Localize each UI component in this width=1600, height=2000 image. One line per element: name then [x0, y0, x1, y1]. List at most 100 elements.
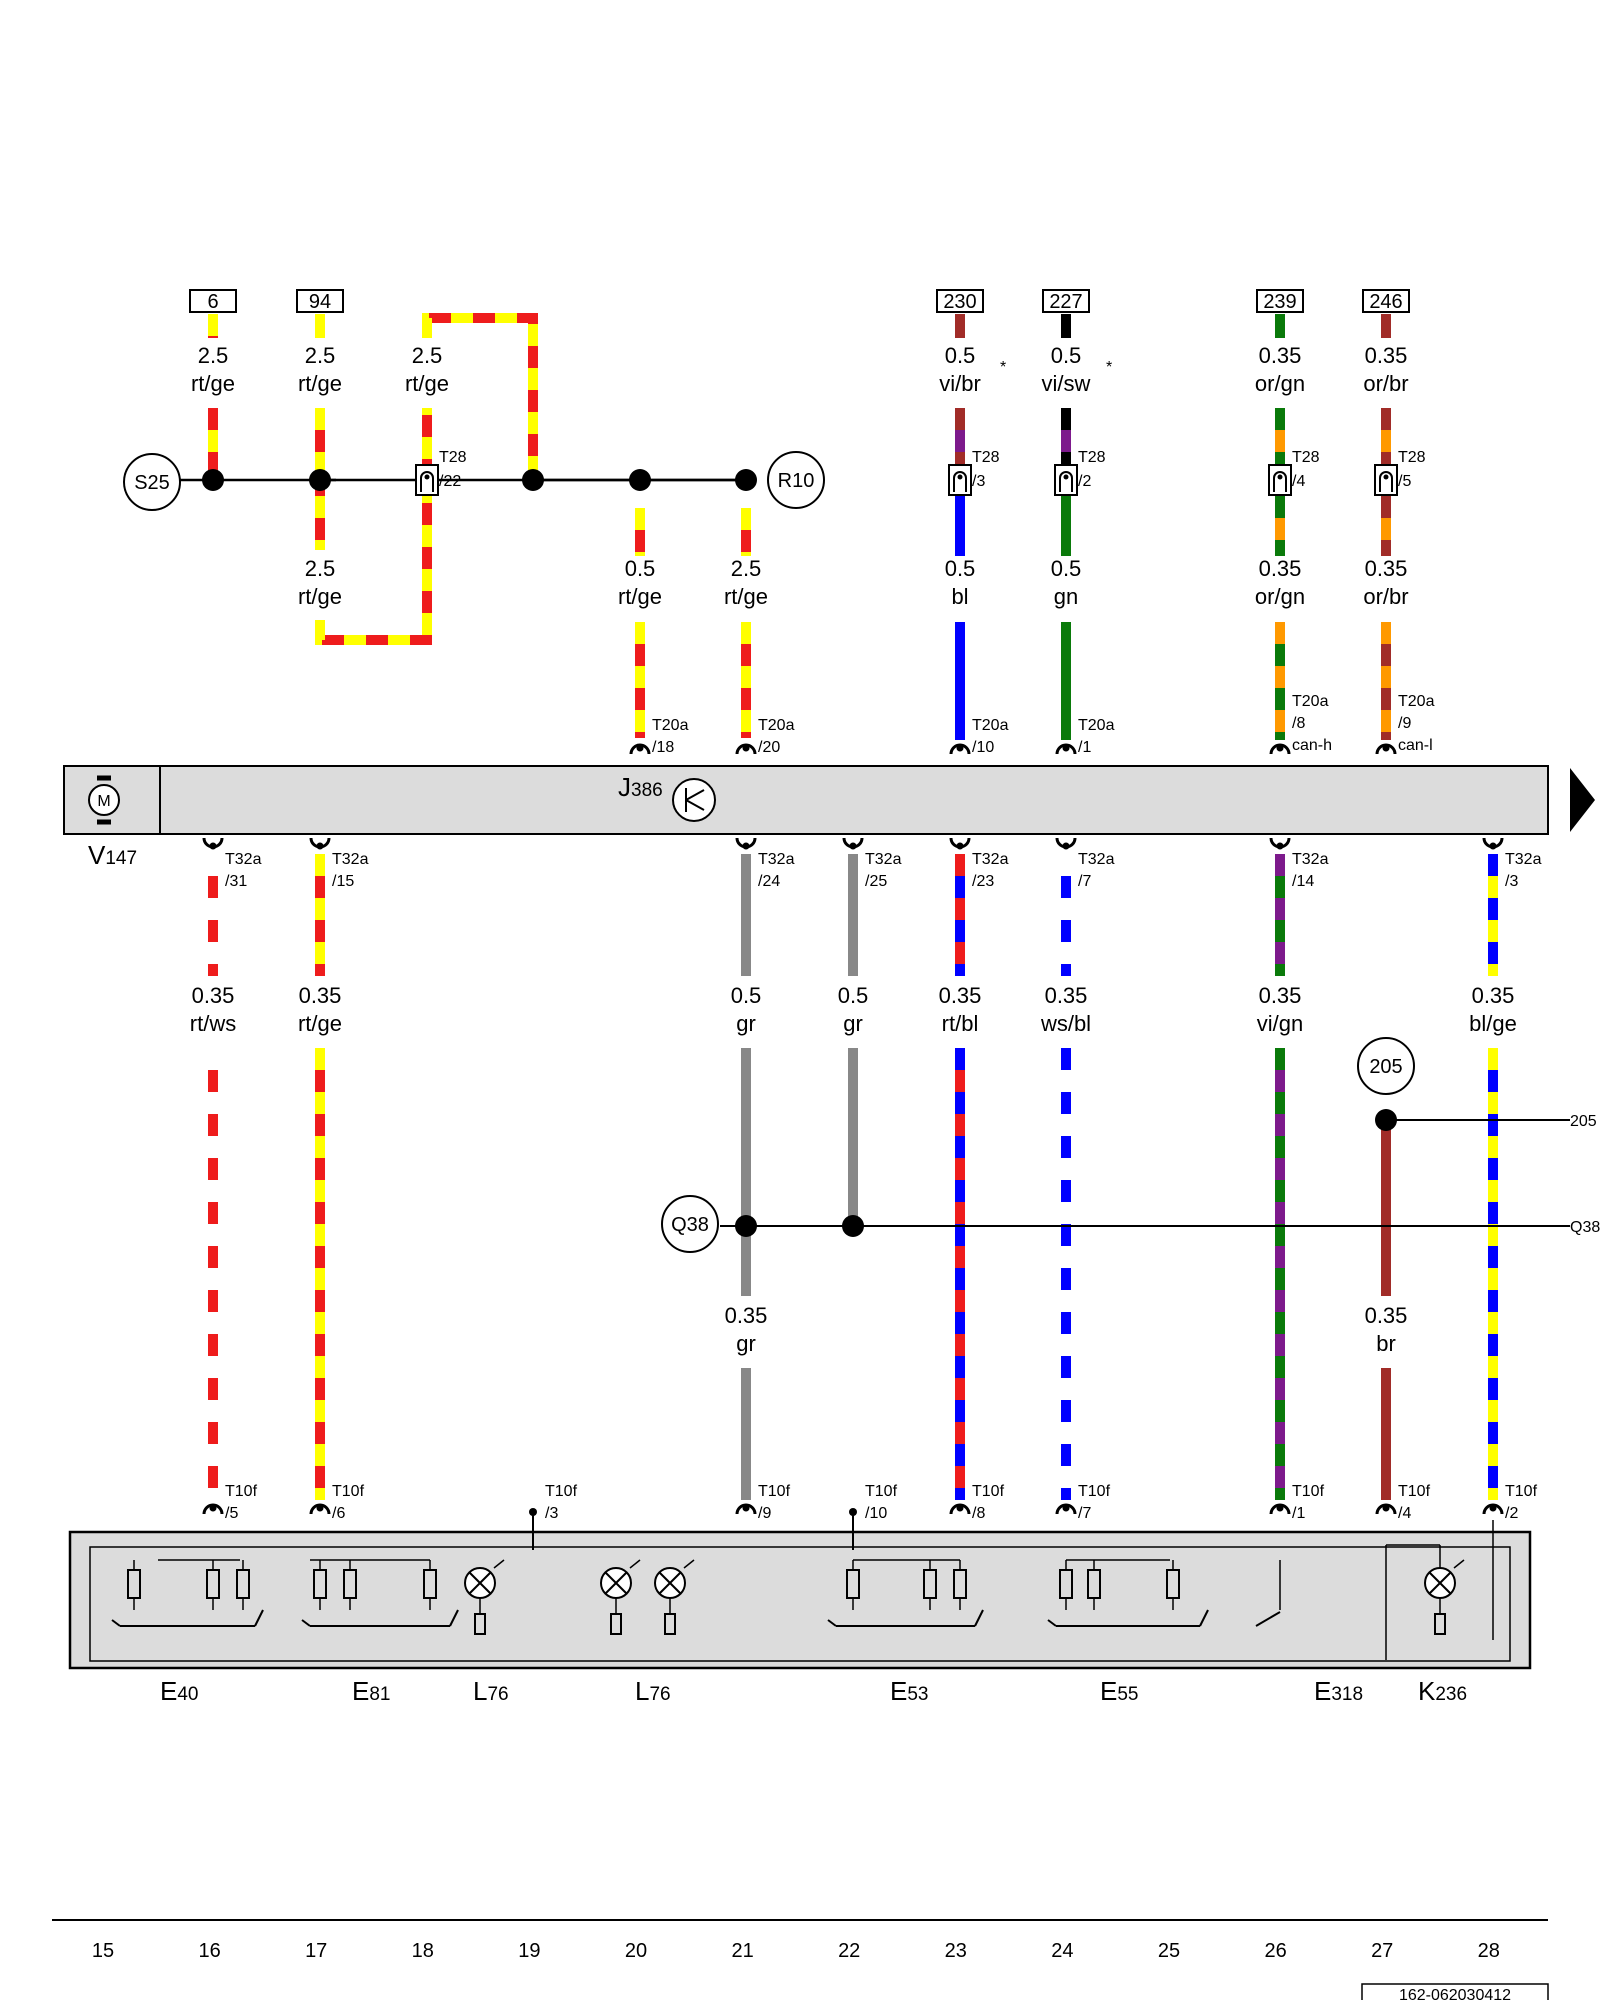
connector-t28-0-pin	[420, 471, 434, 492]
t32a-name-0: T32a	[225, 851, 262, 868]
connector-t28-2-dot	[1063, 474, 1069, 480]
connector-t10f-9-dot	[1489, 1504, 1497, 1512]
motor-symbol	[88, 784, 120, 816]
component-3-main: L	[635, 1676, 649, 1706]
component-1-main: E	[352, 1676, 369, 1706]
t20a-extra-4: can-h	[1292, 737, 1332, 754]
junction-205	[1375, 1109, 1397, 1131]
connector-t20a-5-dot	[1382, 744, 1390, 752]
t32a-pin-7: /3	[1505, 873, 1518, 890]
component-6-main: E	[1314, 1676, 1331, 1706]
ref-box-5	[1362, 289, 1410, 313]
motor-v147-label-main: V	[88, 840, 106, 870]
connector-t10f-5-dot	[956, 1504, 964, 1512]
connector-t28-4	[1374, 464, 1398, 496]
grid-number-12: 27	[1371, 1940, 1393, 1962]
grid-number-5: 20	[625, 1940, 647, 1962]
doc-id: 162-062030412	[1399, 1987, 1511, 2000]
connector-t10f-3-dot	[742, 1504, 750, 1512]
edge-ref-q38: Q38	[1570, 1219, 1600, 1236]
circle-q38-label: Q38	[671, 1214, 709, 1236]
t28-name-2: T28	[1078, 449, 1106, 466]
lamp-k236-ray	[1453, 1559, 1465, 1569]
switch-panel	[68, 1530, 1532, 1670]
wires-layer	[208, 313, 1498, 1500]
component-5-sub: 55	[1117, 1684, 1138, 1705]
control-module-j386	[63, 765, 1549, 835]
connector-t28-0-dot	[424, 474, 430, 480]
q38-wire-label-color: gr	[736, 1331, 756, 1356]
mid-label-2-size: 2.5	[731, 556, 762, 581]
t10f-name-9: T10f	[1505, 1483, 1538, 1500]
t10f-pin-5: /8	[972, 1505, 985, 1522]
ref-box-2	[936, 289, 984, 313]
br-wire-label-color: br	[1376, 1331, 1396, 1356]
grid-number-13: 28	[1478, 1940, 1500, 1962]
component-2-main: L	[473, 1676, 487, 1706]
top-label-6-color: or/br	[1363, 371, 1408, 396]
t10f-pin-1: /6	[332, 1505, 345, 1522]
motor-m: M	[97, 793, 110, 810]
circle-r10-label: R10	[778, 470, 815, 492]
connector-t28-3-dot	[1277, 474, 1283, 480]
top-label-5-size: 0.35	[1259, 343, 1302, 368]
component-6-sub: 318	[1331, 1684, 1363, 1705]
component-6: E318	[1314, 1676, 1363, 1706]
ref-box-3-label: 227	[1049, 291, 1082, 313]
junction-q38-1	[735, 1215, 757, 1237]
grid-number-2: 17	[305, 1940, 327, 1962]
mid-label-5-size: 0.35	[1259, 556, 1302, 581]
ref-box-3	[1042, 289, 1090, 313]
module-j386-label-sub: 386	[631, 780, 663, 801]
lamp-l76-1-x2	[469, 1572, 491, 1594]
t10f-name-7: T10f	[1292, 1483, 1325, 1500]
top-label-4-size: 0.5	[1051, 343, 1082, 368]
top-label-6-size: 0.35	[1365, 343, 1408, 368]
connector-t28-3	[1268, 464, 1292, 496]
mid-label-3-size: 0.5	[945, 556, 976, 581]
top-label-0-color: rt/ge	[191, 371, 235, 396]
component-2-sub: 76	[487, 1684, 508, 1705]
t28-pin-0: /22	[439, 473, 461, 490]
e318-switch	[1255, 1611, 1281, 1627]
connector-t28-1	[948, 464, 972, 496]
component-3: L76	[635, 1676, 671, 1706]
circle-q38	[661, 1195, 719, 1253]
t28-pin-2: /2	[1078, 473, 1091, 490]
component-4-main: E	[890, 1676, 907, 1706]
t20a-pin-4: /8	[1292, 715, 1305, 732]
t32a-pin-0: /31	[225, 873, 247, 890]
ref-box-2-label: 230	[943, 291, 976, 313]
t20a-name-4: T20a	[1292, 693, 1329, 710]
connector-t32a-dot-6	[1276, 842, 1284, 850]
grid-number-4: 19	[518, 1940, 540, 1962]
connector-t32a-dot-4	[956, 842, 964, 850]
top-label-0-size: 2.5	[198, 343, 229, 368]
mid-label-3-color: bl	[951, 584, 968, 609]
connector-t28-1-pin	[953, 471, 967, 492]
connector-t32a-dot-5	[1062, 842, 1070, 850]
t10f-name-8: T10f	[1398, 1483, 1431, 1500]
connector-t10f-7-dot	[1276, 1504, 1284, 1512]
t20a-name-5: T20a	[1398, 693, 1435, 710]
t20a-extra-5: can-l	[1398, 737, 1433, 754]
wire-loop-upper-stripe	[422, 313, 538, 480]
lower-label-0-color: rt/ws	[190, 1011, 236, 1036]
component-1-sub: 81	[369, 1684, 390, 1705]
continuation-arrow	[1570, 768, 1595, 832]
top-label-3-size: 0.5	[945, 343, 976, 368]
grid-number-7: 22	[838, 1940, 860, 1962]
mid-label-2-color: rt/ge	[724, 584, 768, 609]
lamp-l76-2-x2	[605, 1572, 627, 1594]
mid-label-6-size: 0.35	[1365, 556, 1408, 581]
asterisk-1: *	[1000, 359, 1006, 376]
doc-id-box	[1361, 1983, 1549, 2000]
lamp-l76-1-ray	[493, 1559, 505, 1569]
mid-label-1-color: rt/ge	[618, 584, 662, 609]
connector-t28-0	[415, 464, 439, 496]
t32a-pin-3: /25	[865, 873, 887, 890]
transistor-symbol	[672, 778, 716, 822]
top-label-2-color: rt/ge	[405, 371, 449, 396]
grid-number-6: 21	[731, 1940, 753, 1962]
